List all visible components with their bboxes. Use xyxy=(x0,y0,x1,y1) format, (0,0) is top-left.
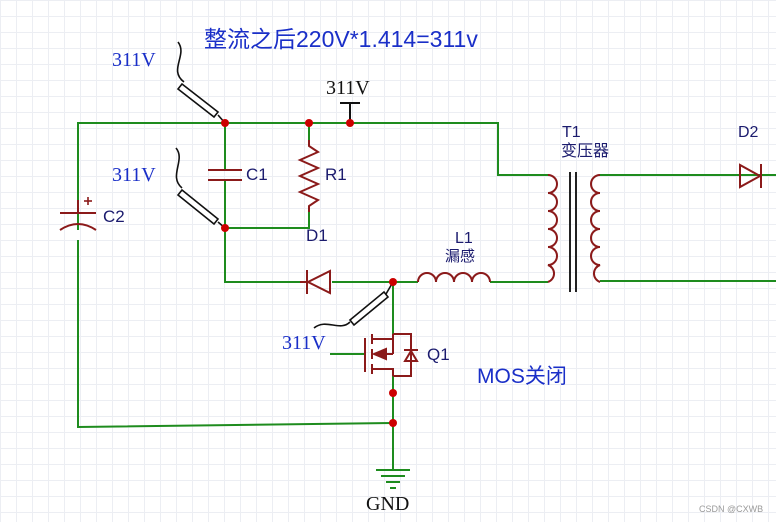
d1-label: D1 xyxy=(306,226,328,245)
q1-body-diode-triangle xyxy=(403,349,419,362)
t1-sublabel: 变压器 xyxy=(561,143,610,160)
d2-label: D2 xyxy=(738,124,759,141)
probe-2-cable xyxy=(175,147,183,189)
watermark: CSDN @CXWB xyxy=(699,504,764,514)
q1-source-h xyxy=(372,368,394,376)
probe-3-body xyxy=(348,290,390,327)
d2-triangle xyxy=(739,163,763,189)
t1-label: T1 xyxy=(562,124,581,141)
probe-1-label: 311V xyxy=(112,49,156,71)
wires xyxy=(77,122,776,456)
probes xyxy=(175,41,394,329)
c2-label: C2 xyxy=(103,207,125,226)
wire-left-return xyxy=(77,240,395,429)
wire-top-rail xyxy=(77,122,548,230)
junction-nodes xyxy=(221,119,397,427)
r1-zigzag xyxy=(297,140,321,212)
r1-label: R1 xyxy=(325,165,347,184)
wire-r1-bottom xyxy=(225,212,310,229)
gnd-label: GND xyxy=(366,493,410,515)
q1-arrow xyxy=(371,347,387,361)
l1-coil xyxy=(417,272,491,283)
t1-primary-coil xyxy=(547,174,558,283)
probe-2-body xyxy=(176,188,220,226)
c1-label: C1 xyxy=(246,165,268,184)
t1-core xyxy=(569,172,577,292)
c2-plate-bottom xyxy=(59,223,97,231)
probe-1-body xyxy=(176,82,220,119)
l1-label: L1 xyxy=(455,230,473,247)
d1-triangle xyxy=(305,269,331,295)
probe-2-label: 311V xyxy=(112,164,156,186)
components xyxy=(59,140,763,377)
l1-sublabel: 漏感 xyxy=(445,248,476,265)
q1-label: Q1 xyxy=(427,345,450,364)
t1-secondary-coil xyxy=(590,174,601,283)
probe-3-cable xyxy=(313,321,351,329)
annotation-mos-off: MOS关闭 xyxy=(477,365,567,388)
wire-drain xyxy=(392,282,398,335)
probe-1-cable xyxy=(176,41,185,83)
title: 整流之后220V*1.414=311v xyxy=(204,26,478,52)
ground-symbol xyxy=(376,456,410,489)
wire-c1-bottom xyxy=(224,180,300,283)
q1-body-diode-wire xyxy=(393,333,412,377)
probe-3-label: 311V xyxy=(282,332,326,354)
c2-plus-icon xyxy=(84,197,92,205)
rail-label: 311V xyxy=(326,77,370,99)
